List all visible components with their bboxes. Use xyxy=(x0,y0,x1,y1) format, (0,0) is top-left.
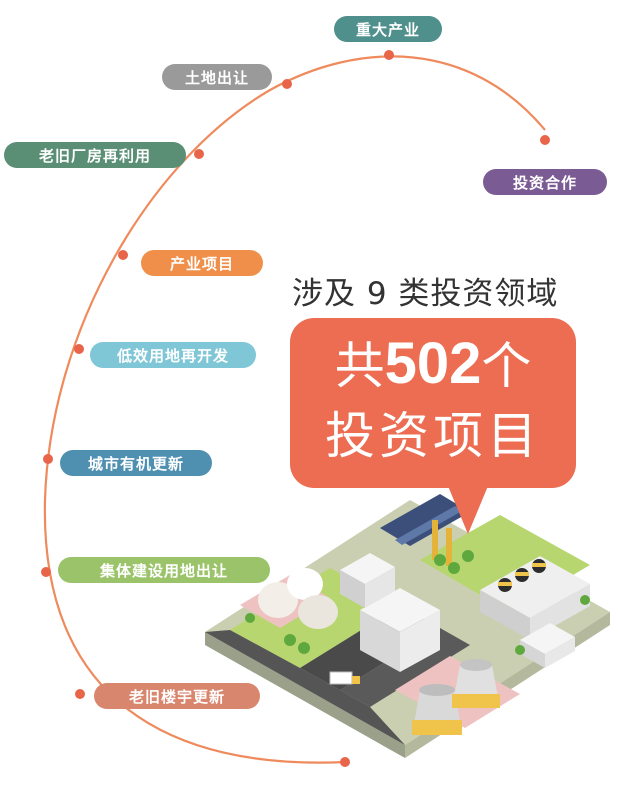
curve-dots xyxy=(41,50,550,767)
dot-7 xyxy=(43,454,53,464)
project-count: 502 xyxy=(384,331,482,396)
dot-1 xyxy=(384,50,394,60)
category-old-factory-reuse: 老旧厂房再利用 xyxy=(4,142,186,168)
dot-3 xyxy=(194,149,204,159)
category-old-building-renewal: 老旧楼宇更新 xyxy=(94,683,260,709)
bubble-prefix: 共 xyxy=(334,337,385,395)
dot-8 xyxy=(41,567,51,577)
industrial-park-illustration xyxy=(205,494,610,758)
dot-6 xyxy=(74,344,84,354)
dot-5 xyxy=(118,250,128,260)
category-urban-renewal: 城市有机更新 xyxy=(60,450,212,476)
dot-2 xyxy=(282,79,292,89)
total-projects-bubble: 共502个 投资项目 xyxy=(290,318,576,488)
category-investment-cooperation: 投资合作 xyxy=(483,169,607,195)
dot-9 xyxy=(75,689,85,699)
category-collective-land-transfer: 集体建设用地出让 xyxy=(58,557,270,583)
bubble-suffix: 个 xyxy=(481,337,532,395)
bubble-line-2: 投资项目 xyxy=(325,407,541,465)
dot-10 xyxy=(340,757,350,767)
category-inefficient-land-redevelopment: 低效用地再开发 xyxy=(90,342,256,368)
dot-4 xyxy=(540,135,550,145)
bubble-line-1: 共502个 xyxy=(290,332,576,398)
bubble-tail xyxy=(448,486,488,534)
headline: 涉及 9 类投资领域 xyxy=(292,276,559,312)
category-major-industry: 重大产业 xyxy=(334,16,442,42)
category-industrial-projects: 产业项目 xyxy=(141,250,263,276)
category-land-transfer: 土地出让 xyxy=(162,64,272,90)
